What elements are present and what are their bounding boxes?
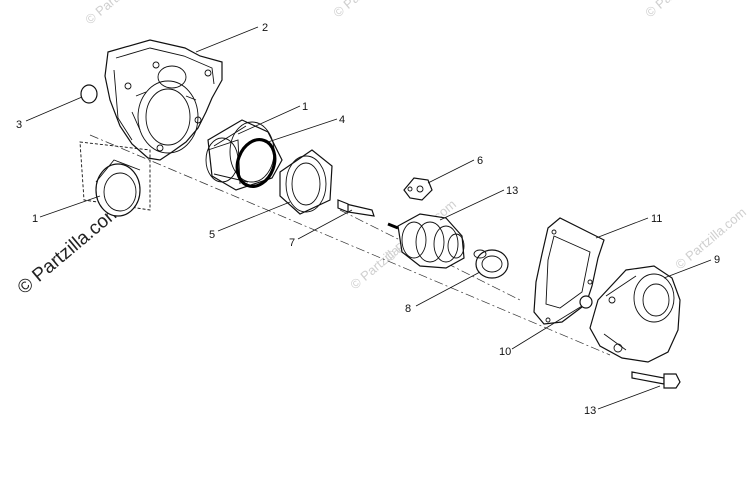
assembly-axis — [89, 134, 611, 356]
part-cover-outline — [79, 141, 151, 211]
callout-6: 6 — [477, 155, 483, 167]
callout-2: 2 — [262, 22, 268, 34]
part-shaft-pin — [337, 199, 375, 217]
callout-13-lower: 13 — [584, 405, 596, 417]
part-sleeve — [279, 149, 333, 215]
part-cover-cap — [95, 159, 141, 217]
part-small-o-ring — [80, 84, 98, 104]
watermark-faint: © Partzilla.com — [642, 0, 719, 20]
callout-10: 10 — [499, 346, 511, 358]
part-bolt — [631, 371, 681, 389]
callout-5: 5 — [209, 229, 215, 241]
part-gasket — [533, 217, 605, 325]
part-o-ring — [235, 138, 277, 188]
watermark-faint: © Partzilla.com — [672, 204, 747, 272]
callout-13-upper: 13 — [506, 185, 518, 197]
part-pump-housing — [589, 265, 681, 363]
part-bearing-boss — [205, 119, 283, 191]
watermark-faint: © Partzilla.com — [82, 0, 159, 27]
watermark-main: © Partzilla.com — [14, 200, 126, 298]
part-impeller-assembly — [387, 213, 465, 269]
callout-9: 9 — [714, 254, 720, 266]
callout-3: 3 — [16, 119, 22, 131]
callout-7: 7 — [289, 237, 295, 249]
part-housing-cover — [104, 39, 223, 161]
part-tab-washer — [403, 177, 433, 201]
callout-11: 11 — [651, 213, 662, 225]
part-seal-washer — [473, 249, 509, 279]
callout-4: 4 — [339, 114, 345, 126]
leader-lines — [25, 26, 712, 410]
part-small-washer — [579, 295, 593, 309]
callout-8: 8 — [405, 303, 411, 315]
callout-1-upper: 1 — [302, 101, 308, 113]
callout-labels: 2 3 1 4 1 5 7 6 13 8 11 9 10 13 — [16, 22, 720, 417]
watermark-faint: © Partzilla.com — [330, 0, 407, 20]
callout-1-lower: 1 — [32, 213, 38, 225]
